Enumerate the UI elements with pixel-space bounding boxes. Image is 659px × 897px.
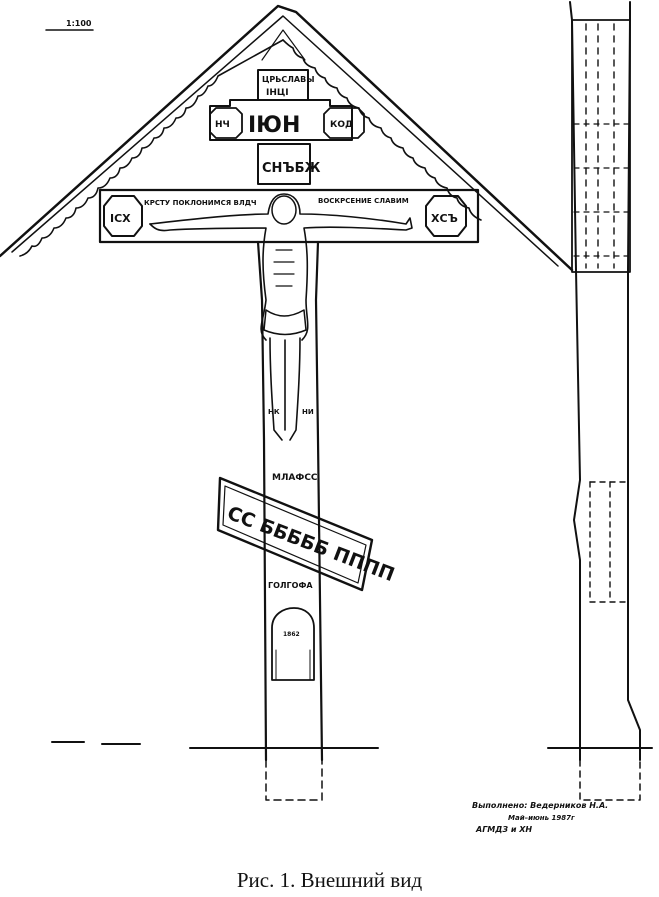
below-footrest-text: ГОЛГОФА [268,581,313,590]
right-tondo [425,195,467,237]
knees-left-text: НК [268,408,280,416]
title-plaque-letters: ІНЦІ [266,88,289,98]
scale-mark: 1:100 [45,19,94,31]
upper-crossbar: НЧ ІЮН КОД [209,99,365,141]
left-tondo [103,195,143,237]
title-plaque: ЦРЬСЛАВЫ ІНЦІ [257,69,314,101]
author-note-line1: Выполнено: Ведерников Н.А. [472,801,608,810]
center-inscription: ІЮН [248,113,300,138]
right-roundel-text: КОД [330,120,353,130]
left-roundel [209,107,243,139]
son-plaque-text: СНЪБЖ [262,161,321,176]
crossbar-left-text: КРСТУ ПОКЛОНИМСЯ ВЛДЧ [144,199,257,207]
left-tondo-text: ІСХ [110,212,131,225]
lower-post-text: МЛАФСС [272,473,318,483]
gable-roof [0,4,574,272]
son-plaque: СНЪБЖ [257,143,321,185]
side-view-hidden-lines [573,23,629,269]
author-note-line2: Май–июнь 1987г [508,814,575,822]
ground-line [51,741,379,749]
title-plaque-text: ЦРЬСЛАВЫ [262,75,314,84]
side-footrest [589,481,631,603]
right-roundel [323,107,365,139]
vertical-post: МЛАФСС [256,240,324,762]
scale-mark-label: 1:100 [66,19,92,28]
niche-text: 1862 [283,631,300,638]
side-foundation [579,759,641,801]
right-tondo-text: ХСЪ [431,212,458,225]
footrest-bar: СС БББББ ПППП [216,476,397,592]
side-view [547,1,653,801]
loincloth [263,309,307,336]
author-note-line3: АГМДЗ и ХН [475,825,532,834]
foundation-outline [265,759,323,801]
left-roundel-text: НЧ [215,120,230,130]
author-note: Выполнено: Ведерников Н.А. Май–июнь 1987… [472,801,608,834]
main-crossbar: КРСТУ ПОКЛОНИМСЯ ВЛДЧ ВОСКРСЕНИЕ СЛАВИМ … [98,188,480,244]
front-view: ЦРЬСЛАВЫ ІНЦІ НЧ ІЮН КОД СНЪБЖ КРСТУ ПОК… [0,4,574,801]
figure-caption: Рис. 1. Внешний вид [236,868,423,892]
crossbar-right-text: ВОСКРСЕНИЕ СЛАВИМ [318,197,409,205]
icon-niche: 1862 [271,607,315,681]
crucifix-figure: НК НИ [149,193,413,441]
knees-right-text: НИ [302,408,314,416]
